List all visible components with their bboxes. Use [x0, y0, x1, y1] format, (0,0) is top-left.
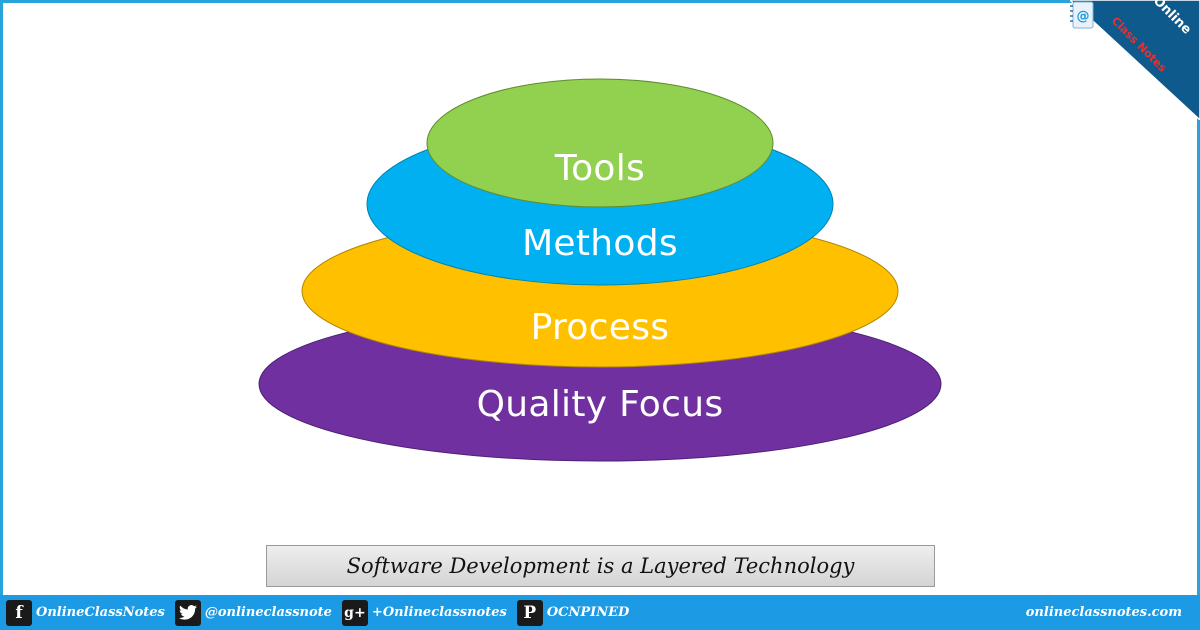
- layer-quality-focus-label: Quality Focus: [476, 384, 724, 425]
- social-twitter[interactable]: @onlineclassnote: [174, 599, 332, 626]
- layer-tools-shape: [426, 78, 774, 208]
- twitter-icon: [174, 599, 201, 626]
- corner-ribbon-shape: [1070, 0, 1200, 120]
- site-link[interactable]: onlineclassnotes.com: [1025, 605, 1182, 620]
- diagram-caption: Software Development is a Layered Techno…: [266, 545, 935, 587]
- social-facebook[interactable]: f OnlineClassNotes: [6, 599, 165, 626]
- layer-methods-label: Methods: [522, 223, 678, 264]
- footer-bar: f OnlineClassNotes @onlineclassnote g+ +…: [0, 595, 1200, 630]
- layer-tools-label: Tools: [554, 148, 646, 189]
- social-pinterest[interactable]: P OCNPINED: [516, 599, 630, 626]
- notebook-at-icon: @: [1070, 1, 1094, 29]
- svg-text:@: @: [1077, 9, 1090, 24]
- google-plus-icon: g+: [341, 599, 368, 626]
- social-google-plus-label: +Onlineclassnotes: [371, 605, 507, 620]
- corner-badge[interactable]: @ Online Class Notes: [1070, 0, 1200, 120]
- social-google-plus[interactable]: g+ +Onlineclassnotes: [341, 599, 507, 626]
- layer-process-label: Process: [530, 307, 670, 348]
- social-pinterest-label: OCNPINED: [546, 605, 630, 620]
- pinterest-icon: P: [516, 599, 543, 626]
- social-facebook-label: OnlineClassNotes: [36, 605, 165, 620]
- layered-technology-diagram: [258, 78, 942, 462]
- social-twitter-label: @onlineclassnote: [204, 605, 332, 620]
- facebook-icon: f: [6, 599, 32, 626]
